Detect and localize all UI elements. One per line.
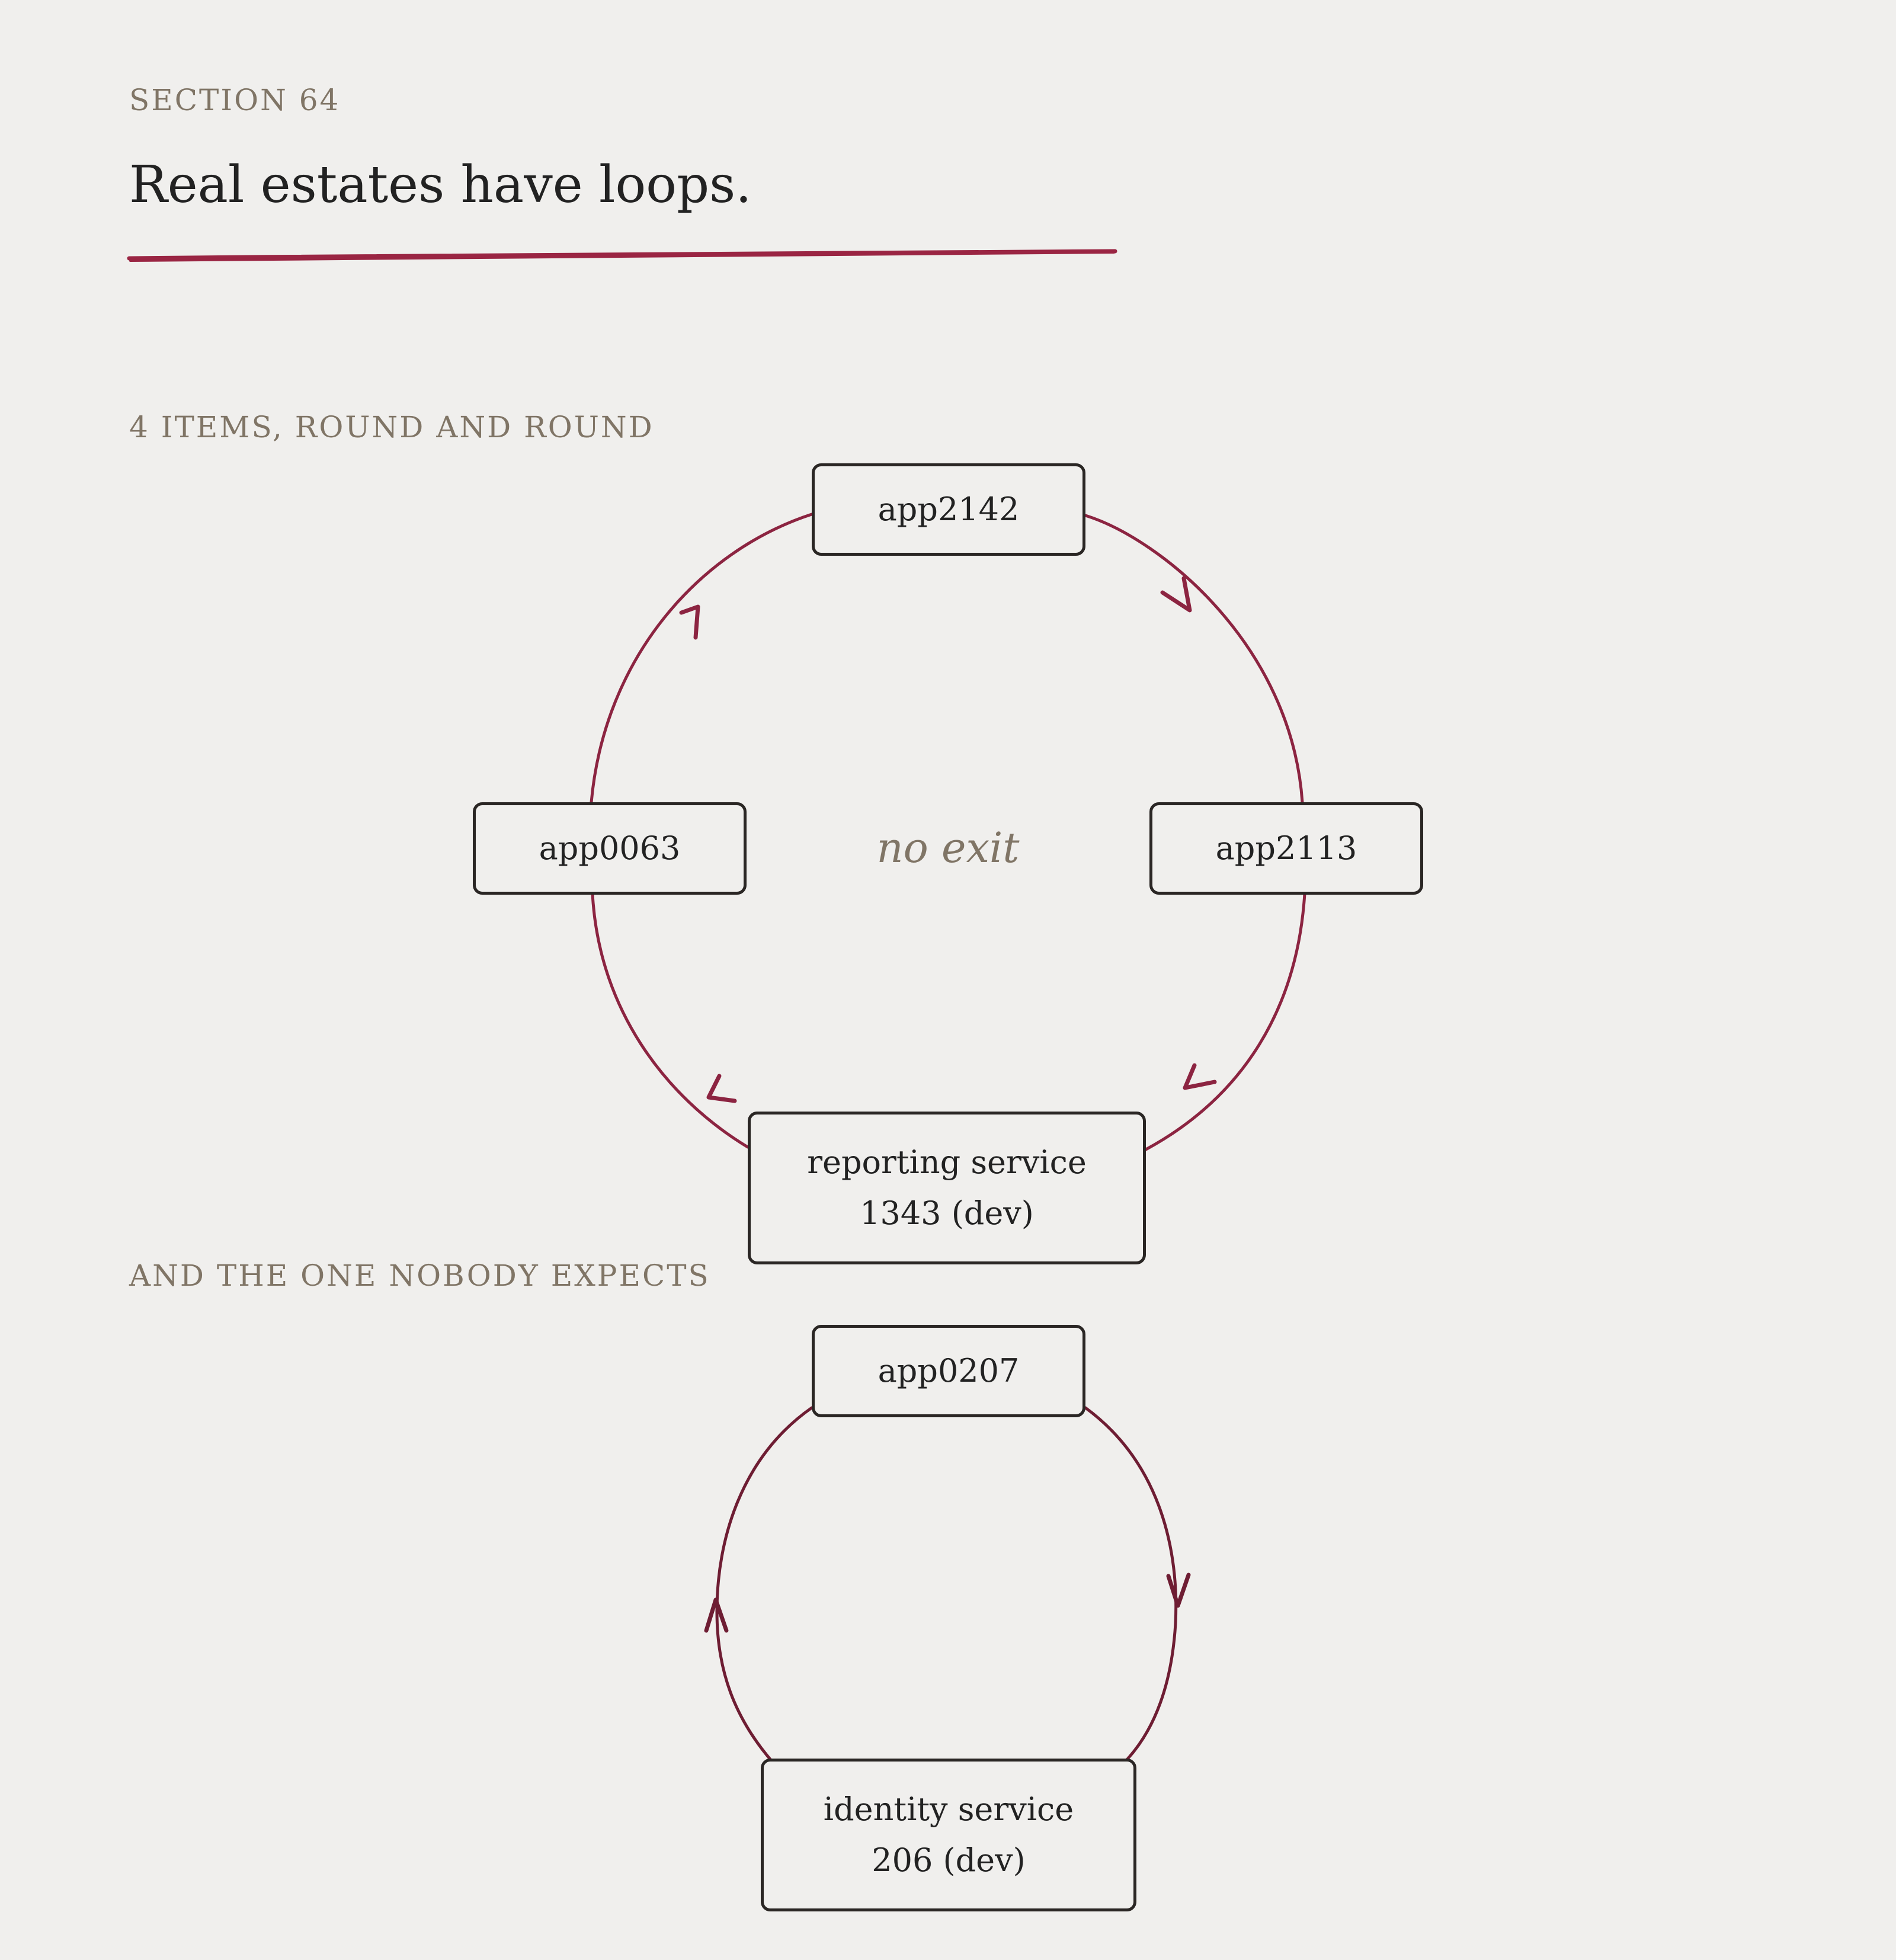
node-app2142[interactable]: app2142 — [812, 463, 1085, 556]
loop-subhead: 4 ITEMS, ROUND AND ROUND — [129, 410, 654, 444]
arrow-top-right — [1160, 576, 1192, 613]
node-reporting-service[interactable]: reporting service 1343 (dev) — [748, 1112, 1146, 1264]
node-identity-service[interactable]: identity service 206 (dev) — [761, 1759, 1136, 1911]
node-label: app0063 — [539, 829, 681, 867]
arrow-left-top — [679, 604, 700, 640]
edge-bottom-to-left — [591, 892, 750, 1149]
node-label: app2113 — [1215, 829, 1357, 867]
section-label: SECTION 64 — [129, 83, 341, 117]
loop-edges — [590, 513, 1306, 1151]
title-underline-stroke-2 — [129, 251, 1115, 262]
self-loop-edges — [704, 1406, 1191, 1764]
node-label: app2142 — [877, 490, 1020, 528]
arrow-down-right — [1166, 1573, 1191, 1608]
node-label: app0207 — [877, 1351, 1020, 1389]
node-label-line-1: identity service — [823, 1790, 1074, 1828]
node-label-line-2: 206 (dev) — [872, 1841, 1026, 1879]
center-label: no exit — [876, 824, 1020, 872]
edge-identity-to-app0207 — [715, 1406, 814, 1764]
self-loop-subhead: AND THE ONE NOBODY EXPECTS — [129, 1258, 710, 1293]
arrow-bottom-left — [706, 1074, 737, 1103]
edge-top-to-right — [1084, 514, 1304, 804]
arrow-up-left — [704, 1597, 729, 1633]
node-label-line-1: reporting service — [807, 1143, 1087, 1181]
edge-right-to-bottom — [1144, 892, 1306, 1151]
node-app2113[interactable]: app2113 — [1149, 802, 1423, 895]
arrow-right-bottom — [1183, 1063, 1217, 1090]
edge-left-to-top — [590, 513, 814, 804]
title-underline — [127, 249, 1117, 261]
node-app0063[interactable]: app0063 — [473, 802, 747, 895]
page-title: Real estates have loops. — [129, 155, 752, 214]
edge-app0207-to-identity — [1084, 1406, 1178, 1764]
node-app0207[interactable]: app0207 — [812, 1325, 1085, 1417]
node-label-line-2: 1343 (dev) — [860, 1194, 1034, 1232]
